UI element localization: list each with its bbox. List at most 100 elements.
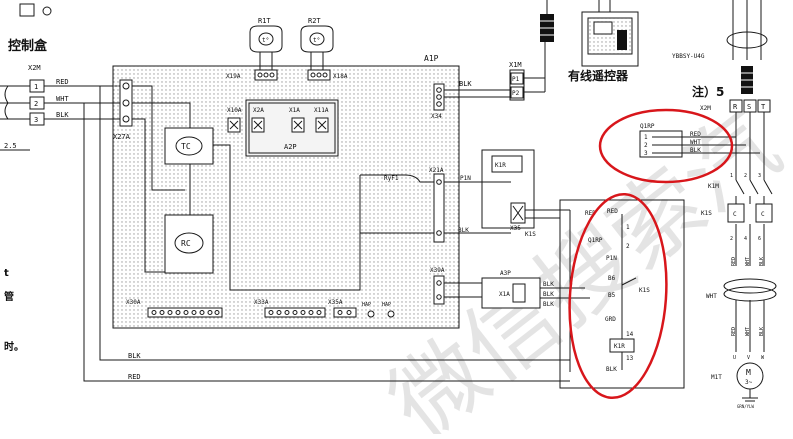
x27a-connector <box>119 79 133 127</box>
x39a-label: X39A <box>430 267 445 274</box>
x10a-label: X10A <box>227 107 242 114</box>
x2m-right-label: X2M <box>700 105 711 112</box>
cable-sheath <box>723 278 777 294</box>
k1m-label: K1M <box>708 183 719 190</box>
hap-label-2: HAP <box>382 302 391 308</box>
x2a-label: X2A <box>253 107 264 114</box>
motor-u: U <box>733 355 736 361</box>
motor-w: W <box>761 355 765 361</box>
pcb-label: A1P <box>424 54 439 63</box>
a3p-x1a-label: X1A <box>499 291 510 298</box>
cable-spec: YBBSY-U4G <box>672 53 705 60</box>
cable-blk: BLK <box>759 257 765 266</box>
motor-v: V <box>747 355 750 361</box>
k1s-contactor-label: K1S <box>701 210 712 217</box>
blk-pcb-label: BLK <box>458 227 469 234</box>
a3p-blk-3: BLK <box>543 301 554 308</box>
wire-red-left: RED <box>56 78 69 86</box>
hap-led-2 <box>387 310 395 318</box>
ground-label: GRN/YLW <box>737 404 754 409</box>
left-terminal-block: X2M 1 2 3 RED WHT BLK 2.5 t 管 时。 <box>0 64 124 353</box>
x21a-label: X21A <box>429 167 444 174</box>
contact-6: 6 <box>758 236 761 242</box>
x30a-label: X30A <box>126 299 141 306</box>
x35-label: X35 <box>510 225 521 232</box>
hap-label-1: HAP <box>362 302 371 308</box>
q1rp-t1: 1 <box>644 134 648 141</box>
k1r-relay-coil <box>491 155 523 173</box>
a3p-x1a-connector <box>512 283 526 303</box>
grd-node: GRD <box>605 316 616 323</box>
terminal-1-label: 1 <box>34 83 38 91</box>
node-1: 1 <box>626 224 630 231</box>
terminal-2-label: 2 <box>34 100 38 108</box>
remote-terminal: BLK X1M P1 P2 <box>444 0 554 101</box>
k1s-control-circuit: RED Q1RP 1 2 P1N B6 B5 GRD 14 K1R 13 BLK… <box>559 192 685 400</box>
x18a-label: X18A <box>333 73 348 80</box>
a3p-blk-1: BLK <box>543 281 554 288</box>
r1t-symbol: t° <box>262 37 269 44</box>
bottom-wires: BLK RED <box>83 86 570 382</box>
bottom-red-label: RED <box>128 373 141 381</box>
ryf1-label: RyF1 <box>384 175 399 182</box>
k1s-contact-label: K1S <box>639 287 650 294</box>
k1r-label: K1R <box>495 162 506 169</box>
a3p-label: A3P <box>500 270 511 277</box>
motor-m: M <box>746 368 751 377</box>
thermistors: R1T R2T t° t° <box>249 17 334 70</box>
cable-red: RED <box>731 257 737 266</box>
motor-label: M1T <box>711 374 722 381</box>
x1a-label: X1A <box>289 107 300 114</box>
wire-blk-left: BLK <box>56 111 69 119</box>
x19a-label: X19A <box>226 73 241 80</box>
x27a-label: X27A <box>113 133 131 141</box>
contactor-c1: C <box>733 211 737 218</box>
terminal-3-label: 3 <box>34 116 38 124</box>
x1m-remote-label: X1M <box>509 61 522 69</box>
k1r-coil-circuit <box>609 338 635 353</box>
motor-wire-blk: BLK <box>759 327 765 336</box>
wired-remote-unit: 有线遥控器 <box>568 0 639 83</box>
k1s-contactor-2 <box>755 203 773 223</box>
corner-symbol <box>19 3 52 17</box>
motor-wire-wht: WHT <box>745 327 751 336</box>
relay-frame <box>481 149 535 229</box>
red-extra: RED <box>585 210 596 217</box>
hap-led-1 <box>367 310 375 318</box>
wire-size-label: 2.5 <box>4 142 17 150</box>
p1n-pcb-label: P1N <box>460 175 471 182</box>
x33a-connector <box>264 307 326 318</box>
terminal-t-label: T <box>761 103 766 111</box>
q1rp-label: Q1RP <box>640 123 655 130</box>
wire-wht-left: WHT <box>56 95 69 103</box>
k1s-left-label: K1S <box>525 231 536 238</box>
stray-char-1: t <box>4 268 9 279</box>
wire-top-red: RED <box>607 208 618 215</box>
x19a-connector <box>254 69 278 81</box>
motor-wire-red: RED <box>731 327 737 336</box>
contactor-c2: C <box>761 211 765 218</box>
q1rp-t3: 3 <box>644 150 648 157</box>
x35a-connector <box>333 307 357 318</box>
control-box-label: 控制盒 <box>8 38 48 54</box>
stray-char-3: 时。 <box>4 340 24 353</box>
terminal-r-label: R <box>733 103 738 111</box>
motor-phase: 3~ <box>745 379 753 386</box>
highlight-circle-k1s <box>568 192 668 400</box>
x11a-label: X11A <box>314 107 329 114</box>
a2p-label: A2P <box>284 143 297 151</box>
q1rp-block: Q1RP 1 2 3 RED WHT BLK <box>598 108 760 184</box>
x2m-left-label: X2M <box>28 64 41 72</box>
node-b6: B6 <box>608 275 616 282</box>
node-2: 2 <box>626 243 630 250</box>
terminal-s-label: S <box>747 103 751 111</box>
contact-2: 2 <box>730 236 733 242</box>
a3p-blk-2: BLK <box>543 291 554 298</box>
q1rp-node-label: Q1RP <box>588 237 603 244</box>
x35a-label: X35A <box>328 299 343 306</box>
x34-label: X34 <box>431 113 442 120</box>
node-14: 14 <box>626 331 634 338</box>
cable-wht: WHT <box>745 257 751 266</box>
q1rp-wire-red: RED <box>690 131 701 138</box>
